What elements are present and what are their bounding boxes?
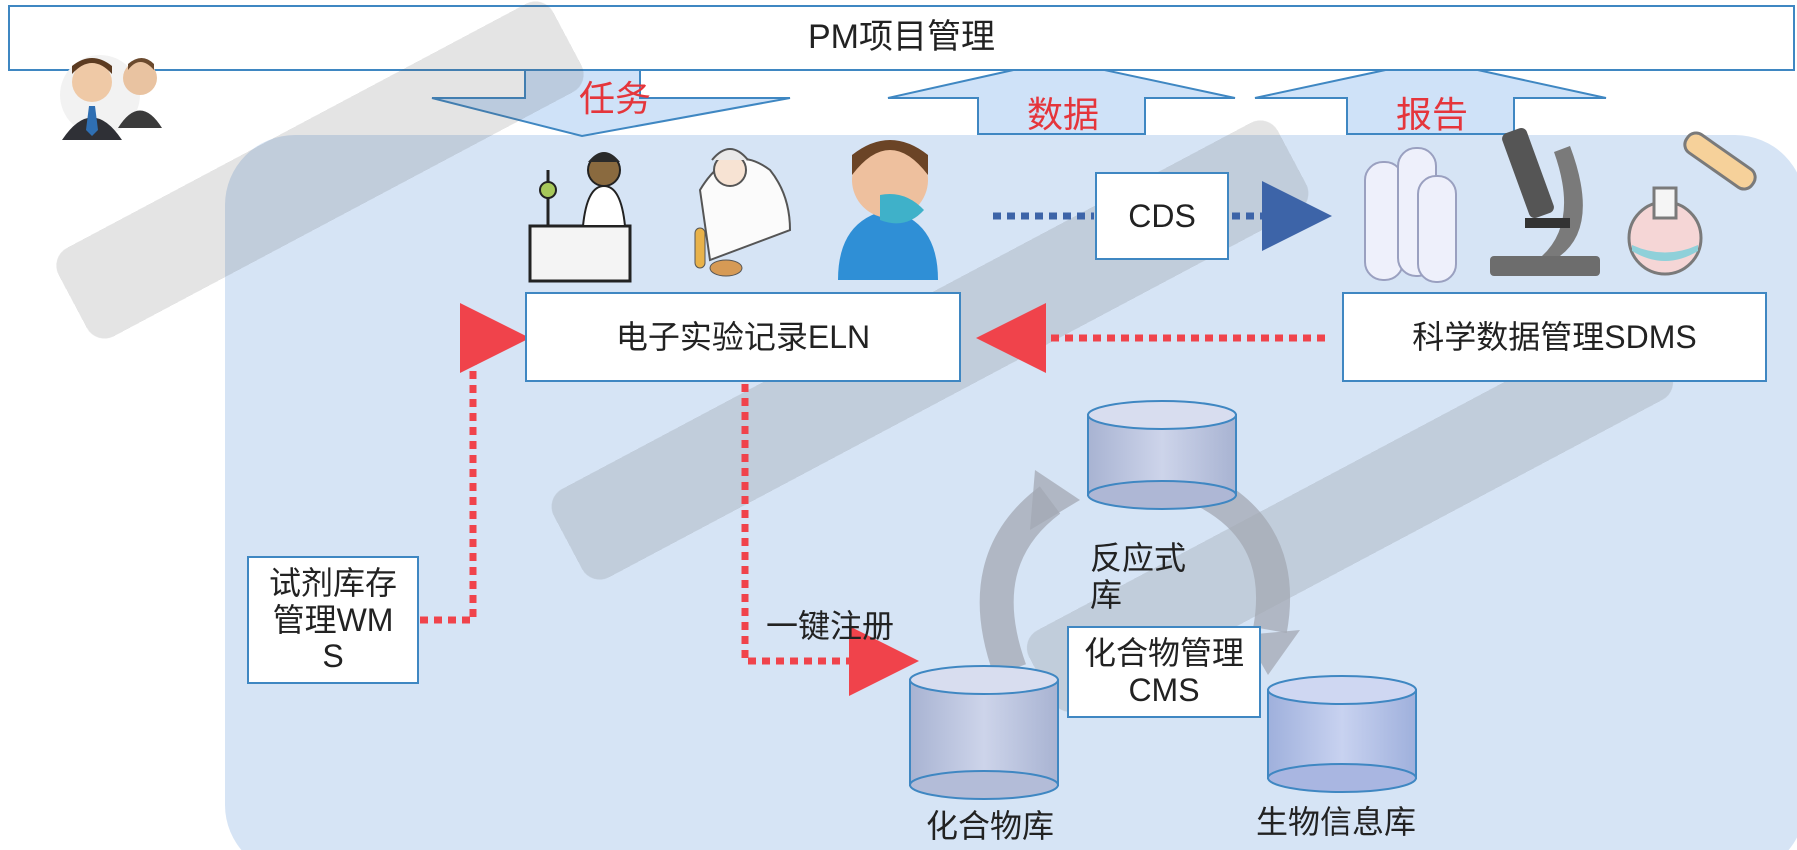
wms-label: 试剂库存管理WMS [268, 564, 397, 675]
report-label: 报告 [1395, 94, 1468, 135]
microscope-icon [1490, 127, 1600, 276]
data-label: 数据 [1026, 94, 1099, 135]
sdms-box[interactable]: 科学数据管理SDMS [1342, 292, 1767, 382]
cms-box[interactable]: 化合物管理CMS [1067, 626, 1261, 718]
task-label: 任务 [578, 78, 651, 119]
reaction-db-label: 反应式库 [1090, 540, 1187, 613]
eln-to-compound-connector [741, 384, 919, 696]
cds-label: CDS [1128, 197, 1196, 234]
wms-box[interactable]: 试剂库存管理WMS [247, 556, 419, 684]
reaction-db-cylinder [1087, 400, 1237, 510]
flask-icon [1627, 131, 1757, 276]
cms-label: 化合物管理CMS [1083, 635, 1244, 708]
compound-db-cylinder [909, 665, 1059, 800]
compound-db-label: 化合物库 [926, 808, 1055, 844]
masked-researcher-icon [838, 140, 938, 280]
bio-db-cylinder [1267, 675, 1417, 793]
pm-header: PM项目管理 [8, 5, 1795, 71]
chemist-icon [528, 152, 632, 283]
users-icon [60, 55, 162, 140]
eln-box[interactable]: 电子实验记录ELN [525, 292, 961, 382]
cycle-arrow-left-head [1030, 470, 1080, 530]
wms-to-eln-connector [420, 303, 530, 624]
page-title: PM项目管理 [808, 18, 995, 57]
sdms-label: 科学数据管理SDMS [1412, 318, 1697, 355]
one-click-register-label: 一键注册 [766, 608, 895, 644]
test-tubes-icon [1364, 147, 1457, 283]
bio-db-label: 生物信息库 [1256, 804, 1417, 840]
eln-label: 电子实验记录ELN [615, 318, 871, 355]
scientist-icon [694, 148, 792, 277]
cds-box[interactable]: CDS [1095, 172, 1229, 260]
